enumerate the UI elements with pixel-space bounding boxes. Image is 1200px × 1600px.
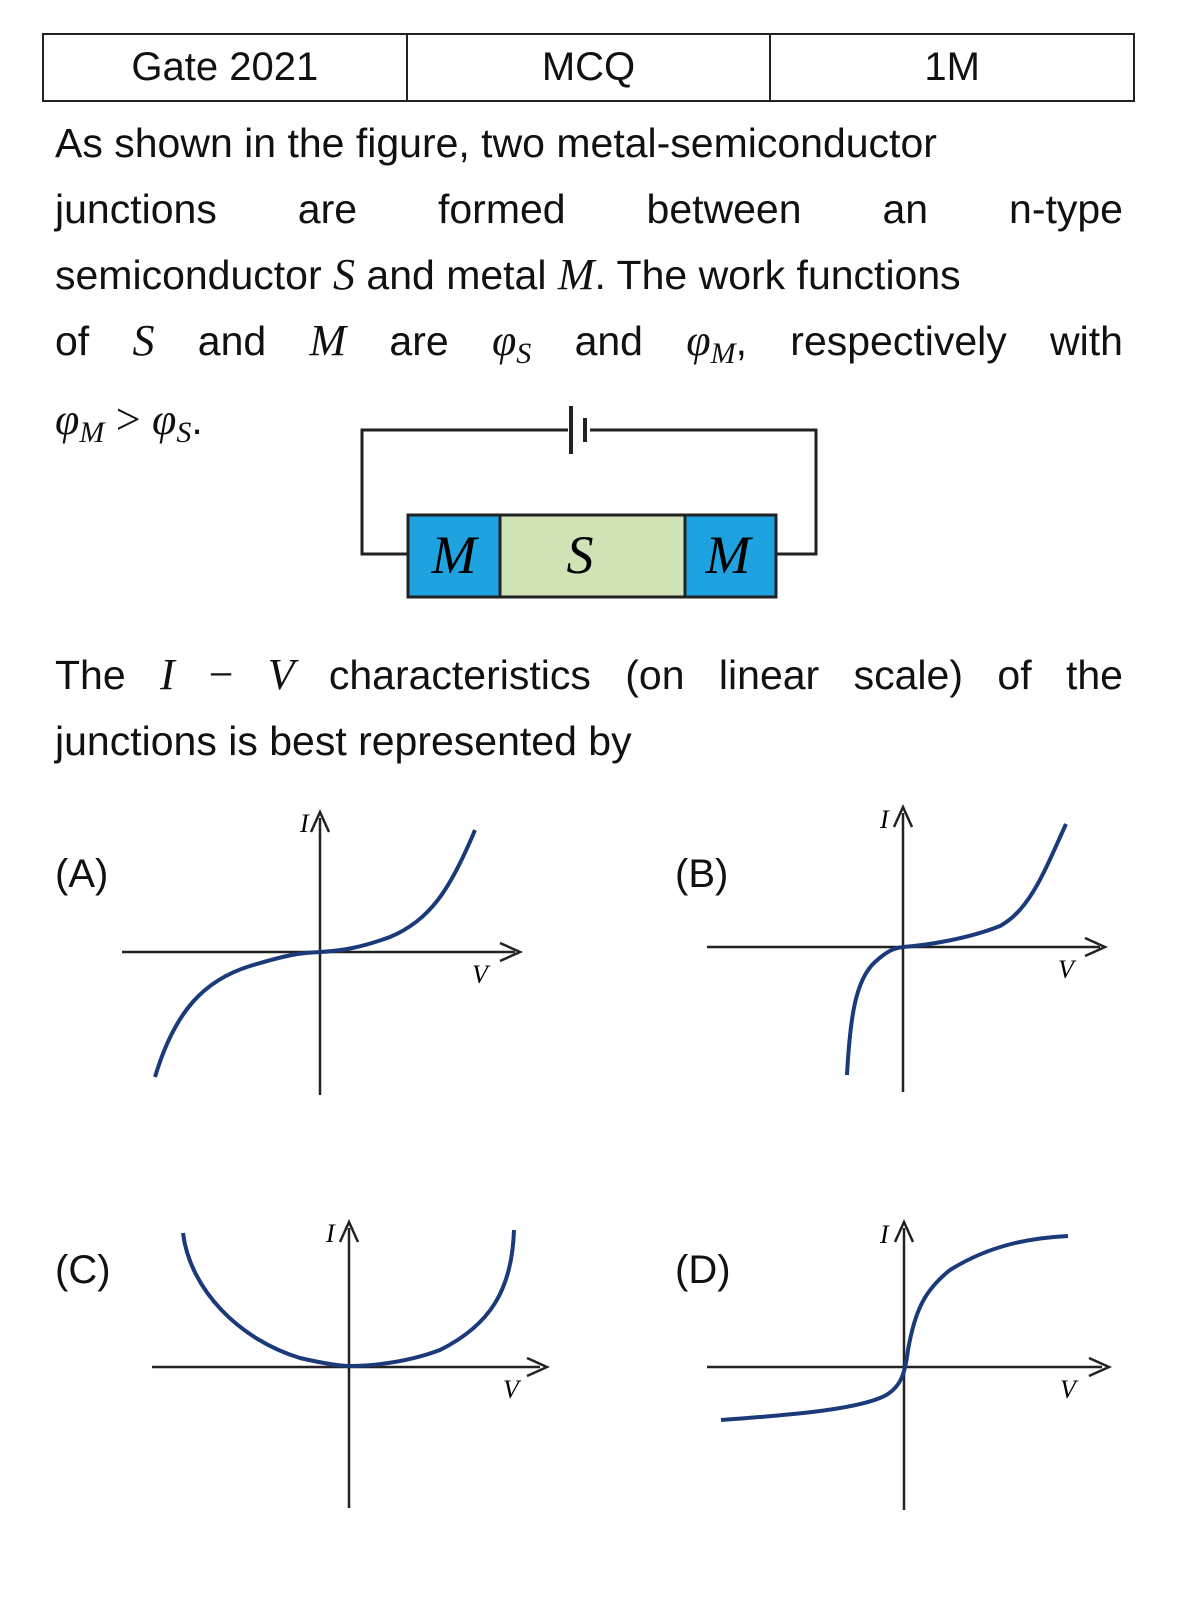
v-axis-label: V	[503, 1375, 522, 1404]
i-axis-arrow	[892, 803, 914, 828]
block-label-m2: M	[705, 525, 754, 585]
subscript: M	[79, 416, 105, 449]
i-axis-label: I	[325, 1219, 336, 1248]
greater-than: >	[115, 395, 141, 444]
block-label-m1: M	[431, 525, 480, 585]
symbol-M: M	[309, 316, 347, 365]
symbol-V: V	[267, 650, 295, 699]
header-table: Gate 2021 MCQ 1M	[42, 33, 1135, 102]
subscript: S	[176, 416, 192, 449]
word: are	[297, 186, 358, 232]
text-run: and metal	[355, 252, 558, 298]
v-axis-arrow	[1088, 1356, 1113, 1378]
i-axis-arrow	[338, 1218, 360, 1243]
exam-cell: Gate 2021	[131, 45, 319, 89]
symbol-M: M	[557, 250, 595, 299]
marks-cell: 1M	[769, 35, 1133, 100]
text-run: semiconductor	[55, 252, 334, 298]
symbol-S: S	[132, 316, 155, 365]
word: an	[882, 186, 929, 232]
question-line-3: semiconductor S and metal M. The work fu…	[55, 242, 1123, 308]
period: .	[191, 397, 203, 443]
question-text-2: The I − V characteristics (on linear sca…	[55, 642, 1123, 774]
option-label-c[interactable]: (C)	[55, 1248, 111, 1292]
question-line-7: junctions is best represented by	[55, 718, 632, 764]
option-label-b[interactable]: (B)	[675, 852, 729, 896]
word: between	[646, 186, 802, 232]
symbol-I: I	[160, 650, 175, 699]
word: junctions	[55, 186, 217, 232]
phi-symbol: φ	[151, 395, 177, 444]
v-axis-label: V	[1058, 955, 1077, 984]
text-run: , respectively with	[735, 318, 1123, 364]
text-run: of	[55, 318, 90, 364]
graph-d: I V	[707, 1218, 1113, 1510]
question-line-4: of S and M are φS and φM, respectively w…	[55, 308, 1123, 387]
v-axis-label: V	[472, 960, 491, 989]
i-axis-arrow	[309, 808, 331, 833]
block-label-s: S	[567, 525, 594, 585]
question-line-2: junctions are formed between an n-type	[55, 176, 1123, 242]
v-axis-arrow	[1084, 936, 1109, 958]
metal-block-right	[683, 513, 778, 599]
text-run: are	[389, 318, 449, 364]
text-run: . The work functions	[594, 252, 961, 298]
right-wire	[590, 428, 818, 556]
type-cell: MCQ	[405, 35, 770, 100]
subscript: M	[710, 337, 736, 370]
phi-M: φM, respectively with	[686, 316, 1123, 370]
word: formed	[437, 186, 566, 232]
phi-symbol: φ	[55, 395, 80, 444]
question-line-6: The I − V characteristics (on linear sca…	[55, 642, 1123, 708]
metal-block-left	[406, 513, 502, 599]
text-run: and	[197, 318, 267, 364]
v-axis-arrow	[499, 941, 524, 963]
question-line-1: As shown in the figure, two metal-semico…	[55, 120, 937, 166]
circuit-diagram	[360, 406, 818, 556]
text-run: The	[55, 652, 161, 698]
question-line-5: φM > φS.	[55, 387, 1123, 466]
question-text: As shown in the figure, two metal-semico…	[55, 110, 1123, 466]
text-run: characteristics (on linear scale) of the	[294, 652, 1123, 698]
option-label-a[interactable]: (A)	[55, 852, 109, 896]
phi-symbol: φ	[686, 316, 711, 365]
v-axis-label: V	[1060, 1375, 1079, 1404]
curve-a	[153, 829, 477, 1078]
phi-S: φS	[491, 316, 531, 370]
subscript: S	[516, 337, 532, 370]
graph-b: I V	[707, 803, 1109, 1092]
curve-d	[720, 1234, 1069, 1422]
i-axis-label: I	[879, 805, 890, 834]
graph-a: I V	[122, 808, 524, 1095]
curve-b	[845, 823, 1068, 1076]
i-axis-label: I	[879, 1220, 890, 1249]
i-axis-arrow	[893, 1218, 915, 1243]
semiconductor-block	[498, 513, 687, 599]
minus: −	[174, 650, 268, 699]
symbol-S: S	[333, 250, 356, 299]
option-label-d[interactable]: (D)	[675, 1248, 731, 1292]
word: n-type	[1009, 186, 1123, 232]
i-axis-label: I	[299, 809, 310, 838]
left-wire	[360, 428, 568, 556]
phi-symbol: φ	[491, 316, 517, 365]
graph-c: I V	[152, 1218, 551, 1508]
v-axis-arrow	[526, 1356, 551, 1378]
curve-c	[181, 1229, 516, 1369]
text-run: and	[574, 318, 643, 364]
